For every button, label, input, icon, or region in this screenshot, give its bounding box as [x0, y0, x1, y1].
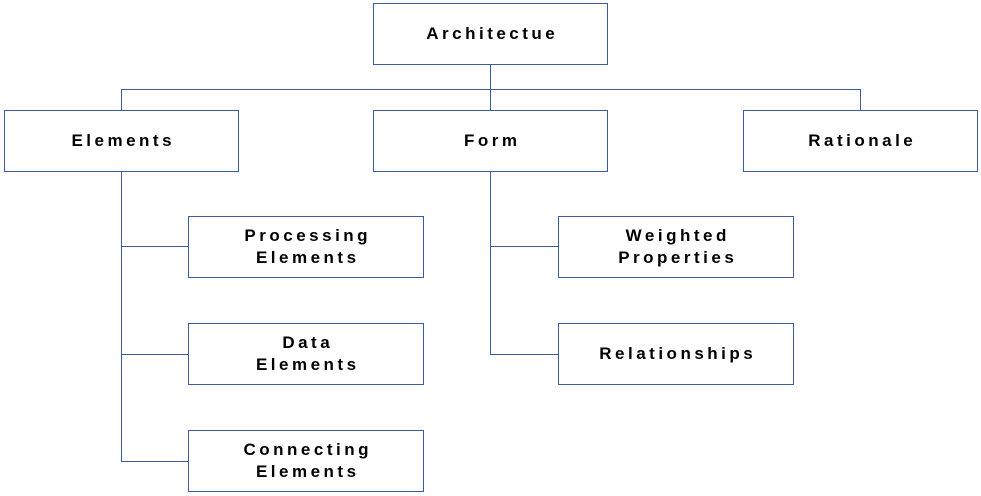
root-node-label: Architectue	[426, 24, 559, 43]
connector-to-elements	[121, 89, 122, 110]
node-connecting-elements: Connecting Elements	[188, 430, 424, 492]
node-form-label: Form	[464, 131, 521, 150]
connector-to-weighted-properties	[490, 246, 558, 247]
node-weighted-properties: Weighted Properties	[558, 216, 794, 278]
node-elements-label: Elements	[71, 131, 176, 150]
node-elements: Elements	[4, 110, 239, 172]
connector-top-horizontal	[121, 89, 861, 90]
connector-root-down	[490, 64, 491, 110]
node-weighted-properties-label: Weighted Properties	[618, 226, 738, 267]
node-form: Form	[373, 110, 608, 172]
connector-to-data-elements	[121, 354, 188, 355]
connector-to-connecting-elements	[121, 461, 188, 462]
node-rationale: Rationale	[743, 110, 978, 172]
connector-to-processing-elements	[121, 246, 188, 247]
connector-to-relationships	[490, 354, 558, 355]
node-processing-elements-label: Processing Elements	[244, 226, 372, 267]
node-data-elements: Data Elements	[188, 323, 424, 385]
node-relationships-label: Relationships	[599, 344, 757, 363]
connector-form-trunk	[490, 171, 491, 355]
node-connecting-elements-label: Connecting Elements	[243, 440, 372, 481]
node-relationships: Relationships	[558, 323, 794, 385]
connector-elements-trunk	[121, 171, 122, 462]
node-rationale-label: Rationale	[808, 131, 917, 150]
root-node-architecture: Architectue	[373, 3, 608, 65]
node-data-elements-label: Data Elements	[255, 333, 360, 374]
node-processing-elements: Processing Elements	[188, 216, 424, 278]
connector-to-rationale	[860, 89, 861, 110]
